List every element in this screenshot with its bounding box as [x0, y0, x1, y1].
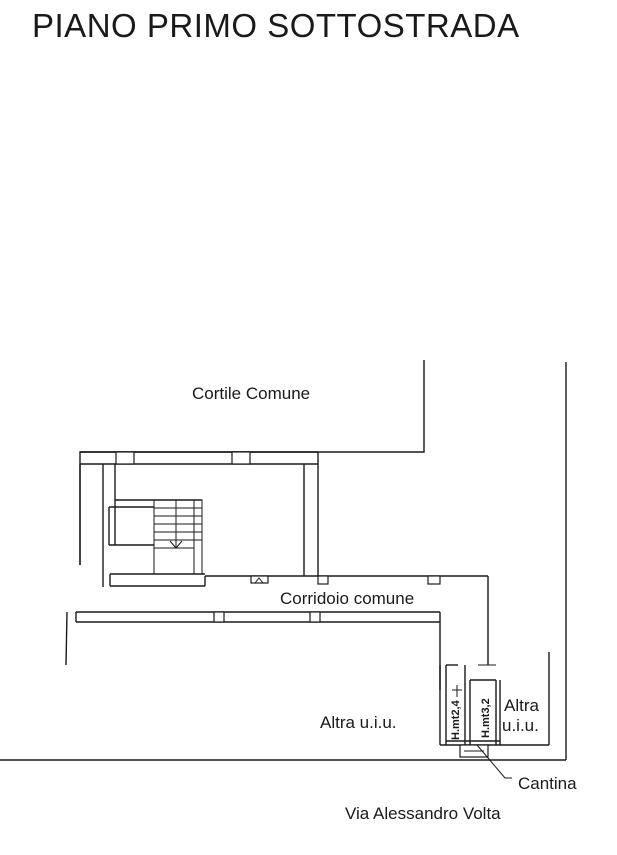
courtyard-boundary: [79, 360, 567, 760]
cortile-label: Cortile Comune: [192, 384, 310, 403]
altra-uiu-left-label: Altra u.i.u.: [320, 713, 397, 732]
altra-uiu-right-label-1: Altra: [504, 696, 540, 715]
altra-uiu-right-label-2: u.i.u.: [502, 716, 539, 735]
right-unit-walls: [500, 652, 550, 746]
corridoio-label: Corridoio comune: [280, 589, 414, 608]
height-label-2: H.mt3,2: [480, 698, 492, 738]
stairs: [153, 499, 203, 575]
cantina-leader-line: [476, 744, 512, 779]
plan-title: PIANO PRIMO SOTTOSTRADA: [32, 7, 520, 44]
stair-block-walls: [79, 451, 319, 587]
cantina-walls: [439, 664, 501, 758]
street-label: Via Alessandro Volta: [345, 804, 501, 823]
height-label-1: H.mt2,4: [450, 699, 462, 740]
cantina-label: Cantina: [518, 774, 577, 793]
corridor-walls: [65, 575, 489, 690]
